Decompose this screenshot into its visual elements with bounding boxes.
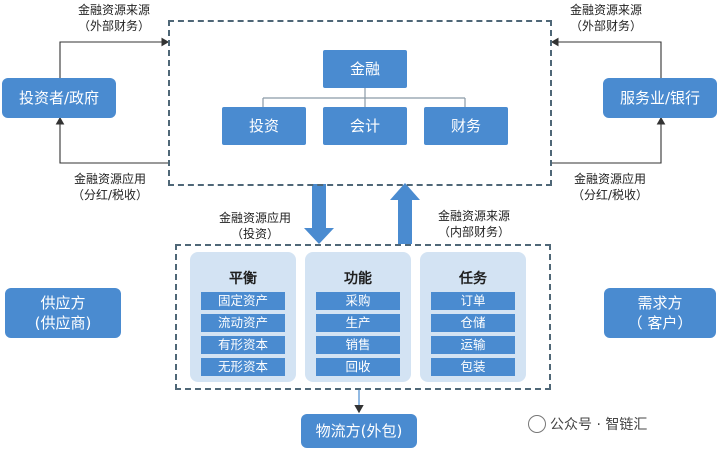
panel-item: 订单 [431, 292, 515, 310]
note-mid-left: 金融资源应用 （投资） [218, 211, 291, 241]
watermark-text: 公众号 · 智链汇 [550, 417, 648, 433]
panel-title: 平衡 [229, 271, 257, 287]
supplier-node: 供应方 (供应商) [5, 288, 121, 338]
note-bottom-right: 金融资源应用 （分红/税收） [571, 172, 649, 202]
note-top-right: 金融资源来源 （外部财务） [569, 3, 642, 33]
down-block-arrow [304, 184, 334, 244]
logistics-node: 物流方(外包) [301, 414, 417, 448]
accounting-node: 会计 [323, 107, 407, 145]
investment-node: 投资 [222, 107, 306, 145]
panel-title: 功能 [344, 271, 372, 287]
investor-government-node: 投资者/政府 [2, 78, 116, 118]
panel-item: 无形资本 [201, 358, 285, 376]
balance-panel: 平衡 固定资产 流动资产 有形资本 无形资本 [190, 252, 296, 382]
up-block-arrow [390, 183, 420, 244]
finance-node: 财务 [424, 107, 508, 145]
task-panel: 任务 订单 仓储 运输 包装 [420, 252, 526, 382]
note-mid-right: 金融资源来源 （内部财务） [437, 209, 510, 239]
panel-item: 运输 [431, 336, 515, 354]
function-panel: 功能 采购 生产 销售 回收 [305, 252, 411, 382]
panel-item: 采购 [316, 292, 400, 310]
panel-item: 固定资产 [201, 292, 285, 310]
left-flow-lines [55, 37, 170, 164]
operations-group-frame [175, 244, 551, 390]
finance-group-frame [168, 20, 552, 186]
note-top-left: 金融资源来源 （外部财务） [77, 3, 150, 33]
panel-title: 任务 [459, 271, 487, 287]
tree-connector [262, 88, 466, 107]
panel-item: 流动资产 [201, 314, 285, 332]
watermark: 公众号 · 智链汇 [528, 414, 647, 434]
right-flow-lines [550, 37, 666, 164]
demand-node: 需求方 （ 客户） [604, 288, 716, 338]
panel-item: 有形资本 [201, 336, 285, 354]
note-bottom-left: 金融资源应用 （分红/税收） [71, 172, 149, 202]
service-bank-node: 服务业/银行 [603, 78, 717, 118]
chat-icon [528, 415, 546, 433]
panel-item: 销售 [316, 336, 400, 354]
panel-item: 生产 [316, 314, 400, 332]
panel-item: 回收 [316, 358, 400, 376]
finance-root-node: 金融 [323, 50, 407, 88]
panel-item: 包装 [431, 358, 515, 376]
panel-item: 仓储 [431, 314, 515, 332]
